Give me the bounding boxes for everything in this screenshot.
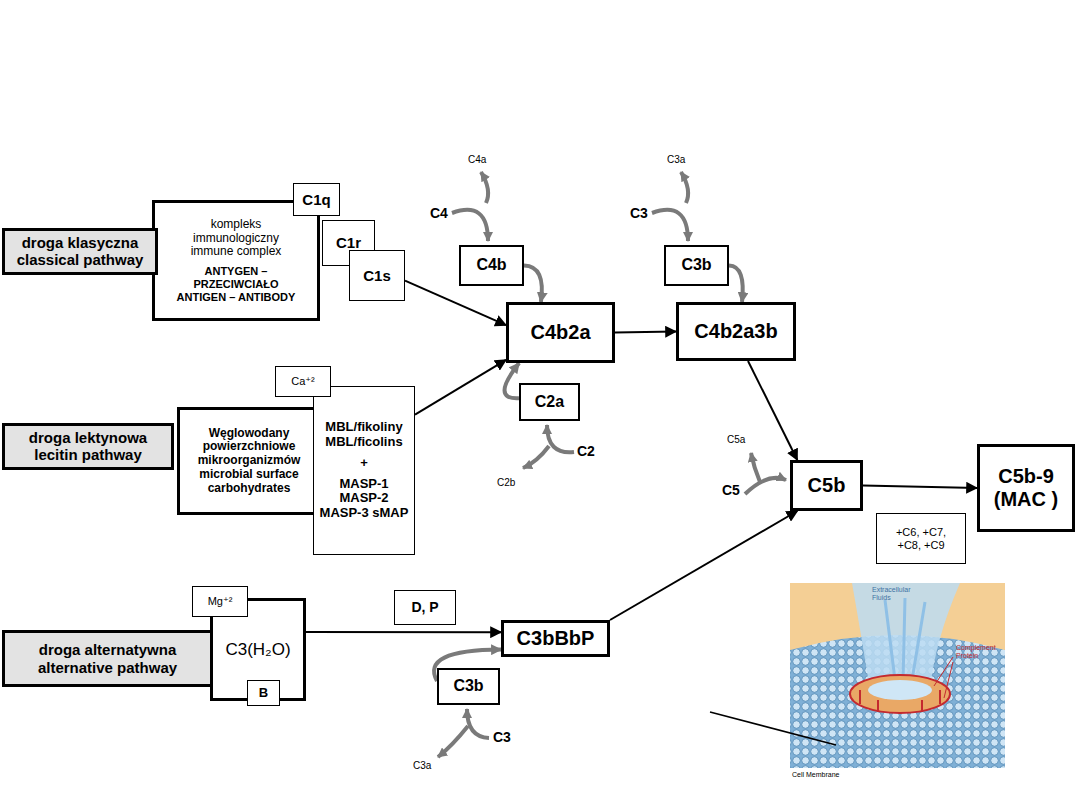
flow-arrow: [610, 511, 797, 620]
component-box: +C6, +C7, +C8, +C9: [876, 513, 966, 564]
pathway-box: droga klasyczna classical pathway: [2, 228, 158, 275]
node-text: MASP-1 MASP-2 MASP-3 sMAP: [319, 477, 409, 522]
curved-arrow: [505, 363, 520, 398]
component-box: C1s: [349, 250, 405, 301]
lectin-box: MBL/fikoliny MBL/ficolins + MASP-1 MASP-2 …: [313, 386, 415, 555]
node-text: Mg⁺²: [208, 595, 233, 608]
fragment-box: C3b: [437, 668, 500, 705]
pathway-box: droga alternatywna alternative pathway: [2, 630, 213, 687]
node-text: C3b: [681, 256, 711, 274]
node-text: C4b: [476, 256, 506, 274]
node-text: droga klasyczna classical pathway: [10, 234, 150, 269]
component-label: C3a: [413, 760, 431, 771]
node-text: C1s: [363, 267, 391, 284]
pathway-box: droga lektynowa lecitin pathway: [2, 423, 174, 470]
convertase-box: C4b2a3b: [676, 302, 796, 361]
trigger-box: Węglowodany powierzchniowe mikroorganizm…: [177, 407, 321, 515]
component-label: Cell Membrane: [792, 771, 839, 779]
node-text: droga alternatywna alternative pathway: [23, 641, 193, 676]
component-label: C5: [722, 483, 740, 498]
node-text: ANTYGEN – PRZECIWCIAŁO ANTIGEN – ANTIBOD…: [170, 265, 302, 303]
trigger-box: kompleks immunologiczny immune complexAN…: [152, 200, 320, 321]
fragment-box: C3b: [664, 245, 729, 286]
component-label: C2: [577, 444, 595, 459]
component-label: C3: [493, 730, 511, 745]
node-text: C5b: [808, 474, 846, 497]
node-text: C3bBbP: [517, 627, 595, 650]
component-label: C3a: [667, 154, 685, 165]
flow-arrow: [415, 360, 506, 415]
ion-box: Ca⁺²: [275, 366, 331, 397]
fragment-box: C4b: [459, 245, 524, 286]
component-label: C2b: [497, 477, 515, 488]
node-text: MBL/fikoliny MBL/ficolins: [319, 420, 409, 450]
node-text: C2a: [535, 393, 564, 411]
fragment-box: C2a: [519, 383, 580, 421]
curved-arrow: [524, 266, 542, 303]
node-text: +C6, +C7, +C8, +C9: [890, 526, 952, 551]
ion-box: Mg⁺²: [192, 586, 248, 617]
node-text: B: [259, 686, 268, 701]
component-label: Extracellular Fluids: [872, 586, 906, 601]
component-label: Complement Protein: [956, 644, 1000, 659]
node-text: C1q: [302, 191, 330, 208]
fragment-box: C5b: [790, 460, 863, 511]
flow-arrow: [306, 631, 501, 633]
flow-arrow: [615, 332, 676, 333]
node-text: kompleks immunologiczny immune complex: [186, 218, 286, 259]
node-text: C4b2a: [530, 321, 590, 344]
node-text: Ca⁺²: [291, 375, 315, 388]
node-text: C5b-9 (MAC ): [986, 465, 1066, 511]
flow-arrow: [748, 361, 797, 460]
convertase-box: C4b2a: [506, 302, 615, 363]
node-text: C3(H₂O): [225, 640, 290, 660]
component-label: C4: [430, 206, 448, 221]
factor-box: D, P: [394, 590, 456, 625]
membrane-pore-illustration: [710, 583, 1005, 780]
node-text: Węglowodany powierzchniowe mikroorganizm…: [185, 427, 313, 496]
node-text: C3b: [453, 677, 483, 695]
component-label: C3: [630, 206, 648, 221]
node-text: droga lektynowa lecitin pathway: [13, 429, 163, 464]
mac-box: C5b-9 (MAC ): [977, 444, 1075, 532]
component-label: C4a: [468, 154, 486, 165]
component-label: C5a: [727, 434, 745, 445]
substrate-arrows: [438, 172, 786, 757]
flow-arrow: [863, 486, 977, 489]
flow-arrow: [405, 281, 506, 326]
factor-box: B: [247, 680, 280, 706]
node-text: D, P: [411, 599, 438, 615]
curved-arrow: [729, 266, 743, 303]
node-text: +: [319, 456, 409, 471]
node-text: C4b2a3b: [694, 320, 777, 343]
convertase-box: C3bBbP: [501, 620, 610, 657]
component-box: C1q: [293, 183, 340, 216]
